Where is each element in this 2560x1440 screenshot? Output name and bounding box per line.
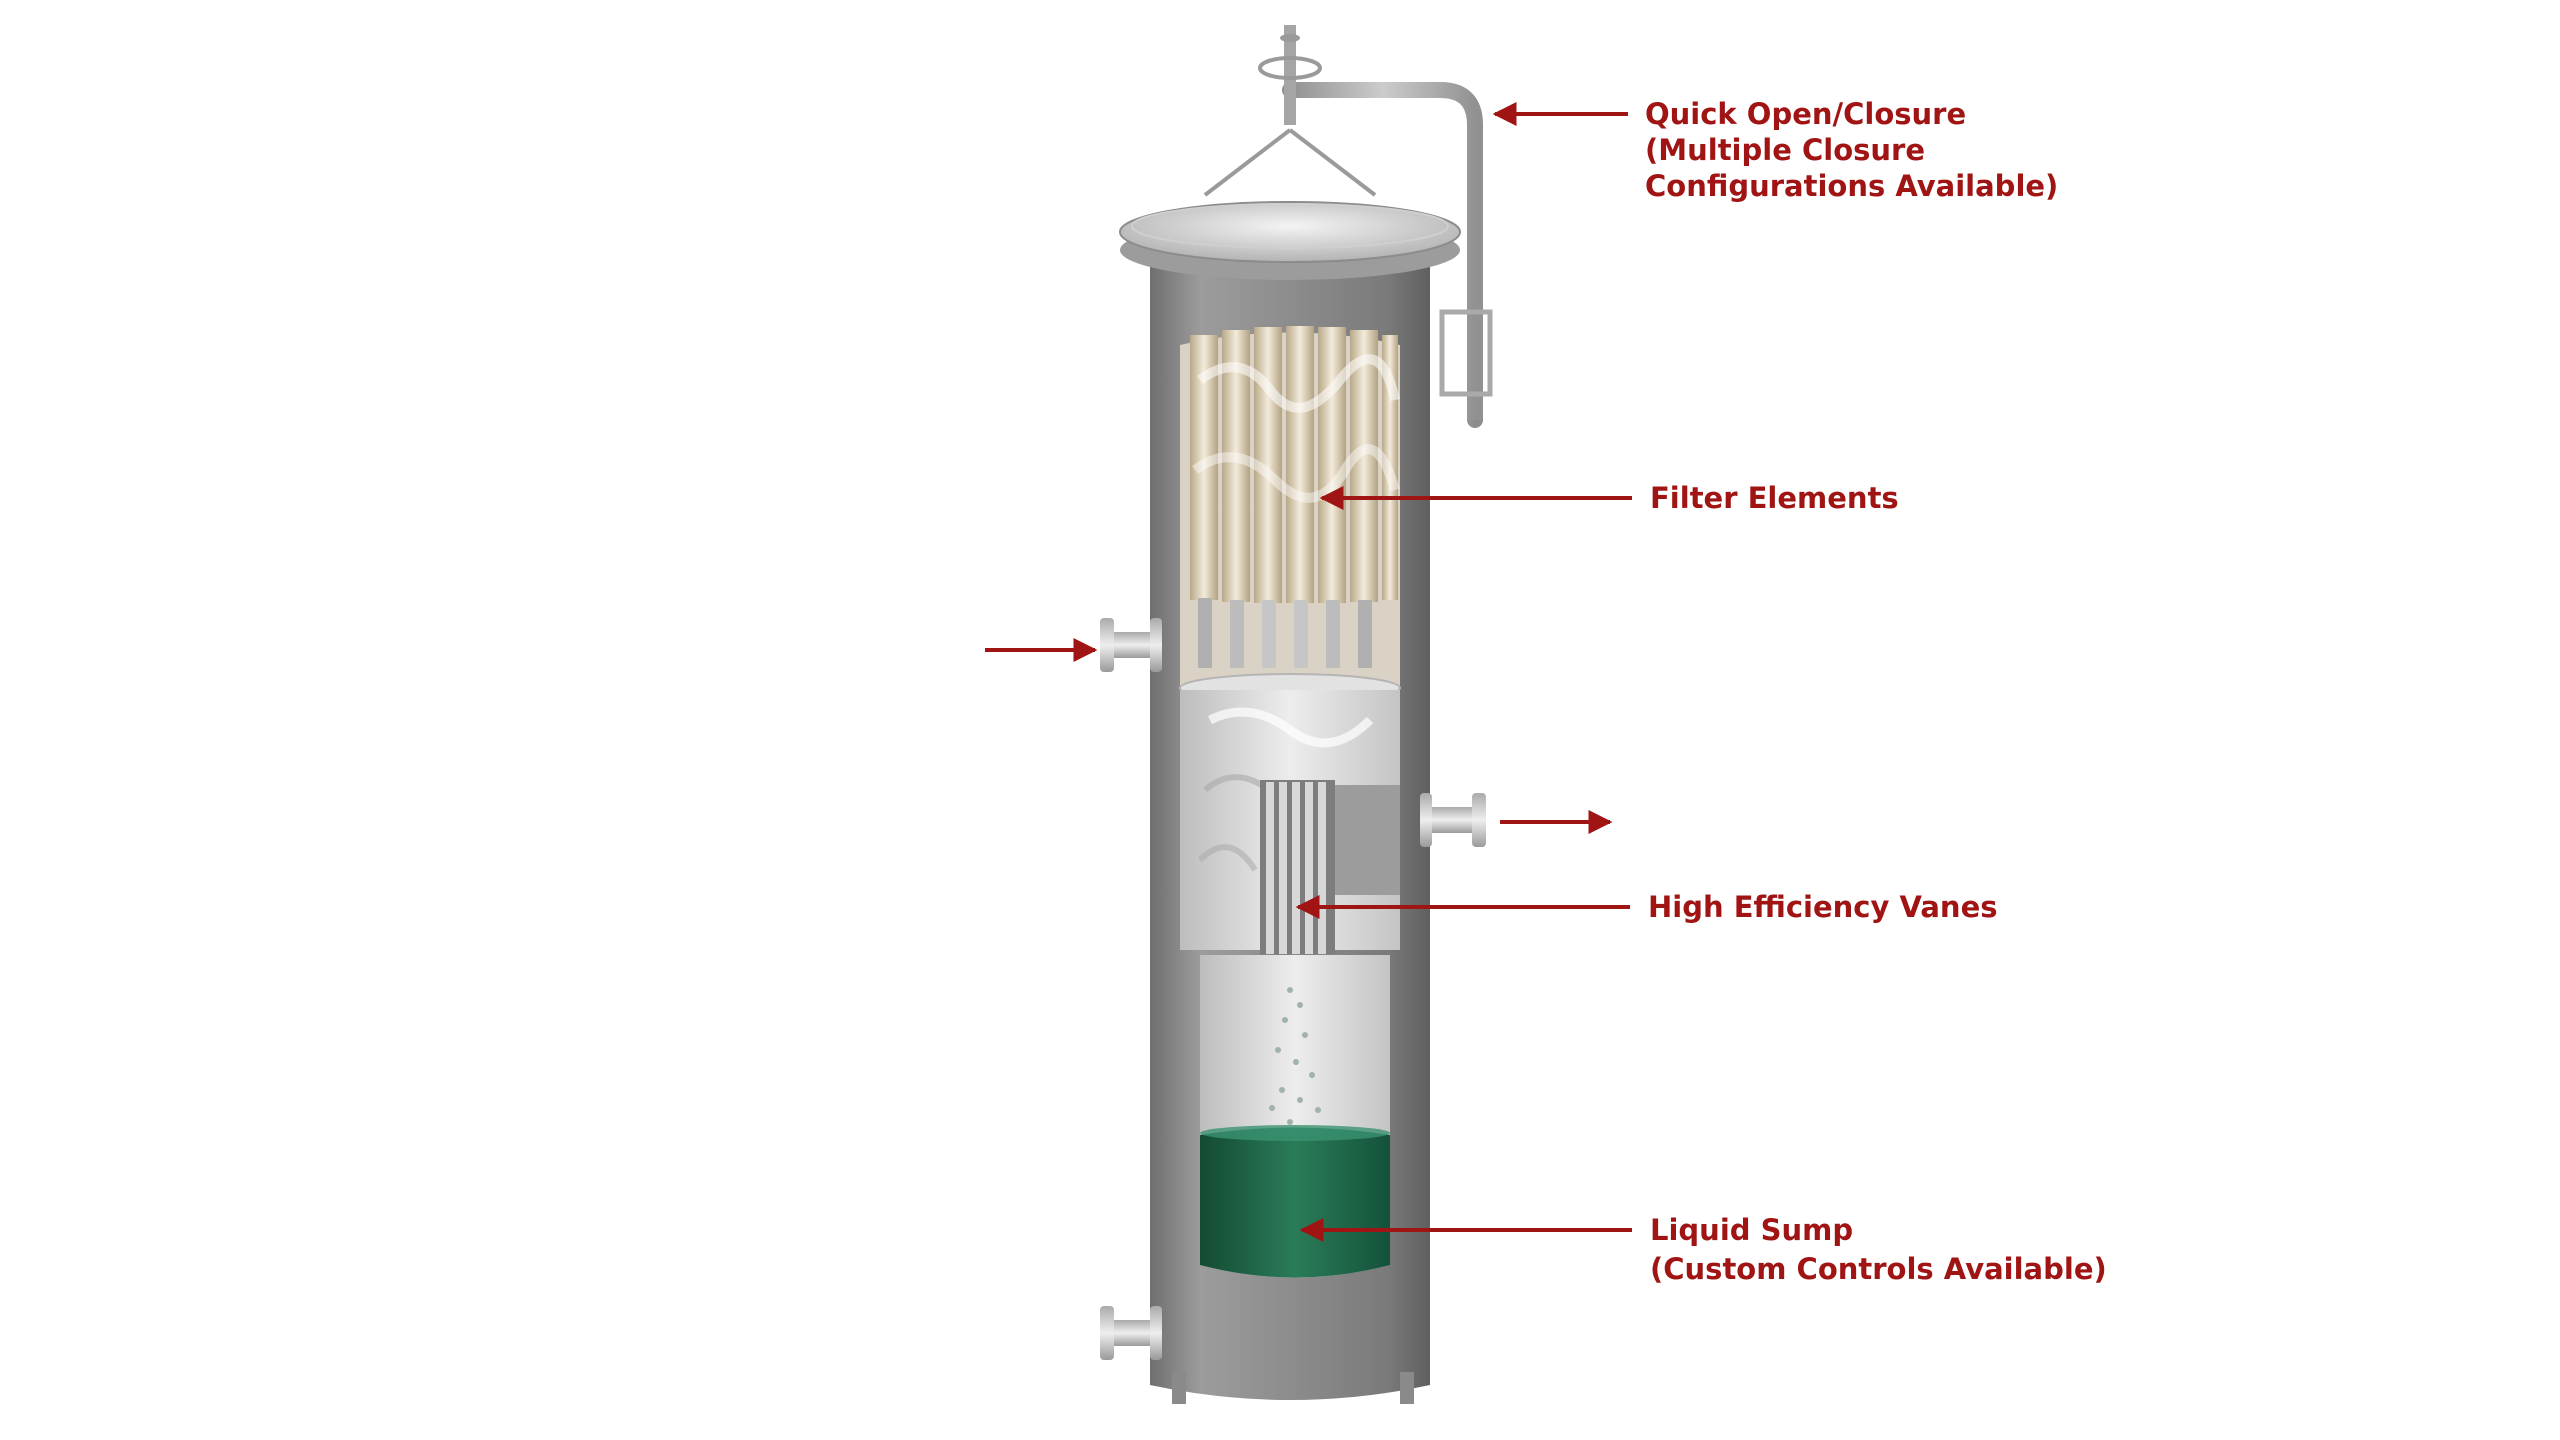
filter-elements bbox=[1190, 326, 1400, 603]
filter-nozzles bbox=[1198, 598, 1372, 668]
outlet-duct bbox=[1330, 785, 1400, 895]
vessel-leg-right bbox=[1400, 1372, 1414, 1404]
vane-pack bbox=[1253, 780, 1343, 976]
sump-label-line-1: Liquid Sump bbox=[1650, 1213, 1853, 1247]
drain-nozzle bbox=[1100, 1306, 1162, 1360]
quick-closure-davit bbox=[1203, 25, 1493, 428]
sump-label-line-2: (Custom Controls Available) bbox=[1650, 1252, 2107, 1286]
vanes-label: High Efficiency Vanes bbox=[1648, 890, 1998, 924]
inlet-nozzle bbox=[1100, 618, 1162, 672]
filter-element bbox=[1222, 330, 1250, 602]
vanes-callout: High Efficiency Vanes bbox=[1648, 890, 1998, 924]
closure-label-line-2: (Multiple Closure bbox=[1645, 133, 1925, 167]
vessel-cutaway bbox=[1179, 326, 1401, 1278]
top-flange-lip bbox=[1131, 203, 1449, 249]
closure-label-line-1: Quick Open/Closure bbox=[1645, 97, 1966, 131]
handwheel bbox=[1258, 56, 1322, 80]
closure-label-line-3: Configurations Available) bbox=[1645, 169, 2058, 203]
filters-callout: Filter Elements bbox=[1650, 481, 1899, 515]
top-flange-cap bbox=[1119, 201, 1461, 263]
filters-label: Filter Elements bbox=[1650, 481, 1899, 515]
vessel-leg-left bbox=[1172, 1372, 1186, 1404]
outlet-nozzle bbox=[1420, 793, 1486, 847]
filter-element bbox=[1286, 326, 1314, 603]
filter-element bbox=[1350, 330, 1378, 602]
closure-callout: Quick Open/Closure (Multiple Closure Con… bbox=[1645, 97, 2058, 203]
filter-element bbox=[1318, 327, 1346, 603]
sump-callout: Liquid Sump (Custom Controls Available) bbox=[1650, 1213, 2107, 1286]
liquid-sump bbox=[1200, 1127, 1390, 1278]
droplets bbox=[1269, 987, 1321, 1125]
filter-element bbox=[1382, 335, 1398, 600]
davit-bracket bbox=[1439, 309, 1493, 397]
